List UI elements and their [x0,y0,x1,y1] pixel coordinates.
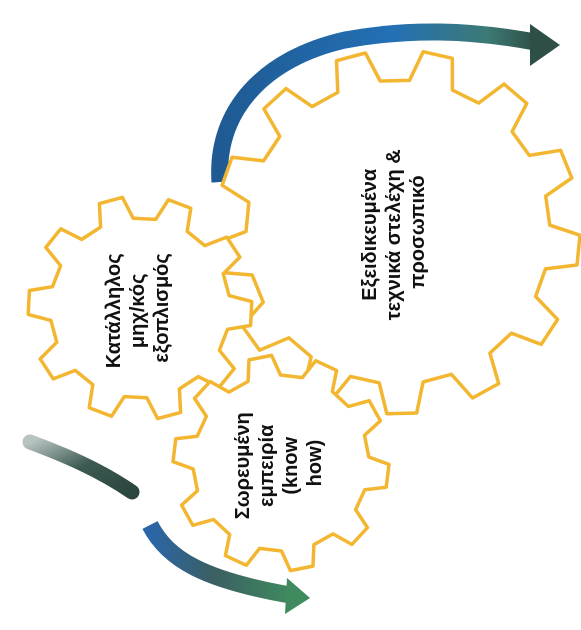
left-gear [26,195,254,421]
arrowhead-icon [530,24,560,66]
gear-label-large: Εξειδικευμένα τεχνικά στελέχη & προσωπικ… [359,144,429,321]
curved-arrow-icon [142,520,292,604]
curved-arrow-icon [22,434,140,500]
gear-label-bottom: Σωρευμένη εμπειρία (know how) [232,407,326,520]
top-arc-arrow [211,23,560,183]
left-arc-arrow [22,434,140,500]
gear-label-left: Κατάλληλος μηχ/κός εξοπλισμός [103,248,173,368]
bottom-gear [171,353,391,573]
curved-arrow-icon [211,23,537,183]
bottom-arc-arrow [142,520,310,614]
arrowhead-icon [285,578,310,614]
